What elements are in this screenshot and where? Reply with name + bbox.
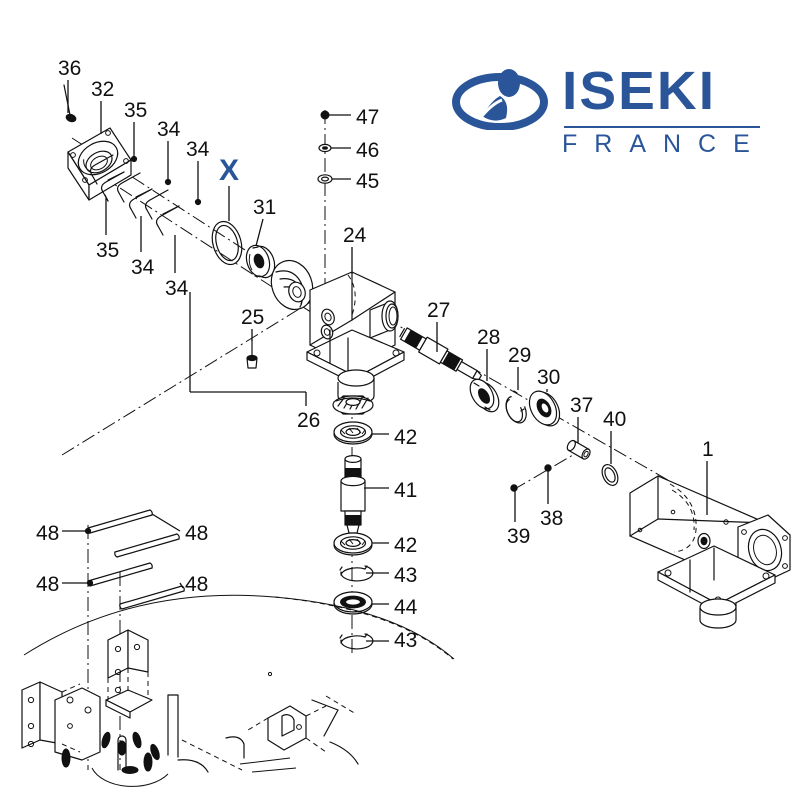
part-1-main-gearbox-body bbox=[629, 475, 791, 629]
part-34-clip-b bbox=[155, 205, 180, 236]
callout-30: 30 bbox=[537, 366, 561, 389]
callout-26: 26 bbox=[297, 409, 321, 432]
leader-lines bbox=[62, 80, 708, 642]
part-43-retaining-ring-lower bbox=[339, 633, 374, 650]
callout-24: 24 bbox=[343, 224, 367, 247]
part-38-pin bbox=[544, 464, 552, 472]
part-31-bearing-ring bbox=[245, 244, 276, 279]
part-34-clip-a bbox=[128, 188, 153, 219]
callout-39: 39 bbox=[507, 525, 531, 548]
part-42-bearing-upper bbox=[333, 421, 373, 445]
part-x-o-ring bbox=[211, 220, 243, 266]
callout-42b: 42 bbox=[394, 534, 418, 557]
part-48-linch-pin-d bbox=[119, 585, 185, 610]
iseki-bird-mark bbox=[452, 69, 548, 130]
part-41-vertical-shaft bbox=[340, 455, 366, 534]
callout-1: 1 bbox=[702, 438, 714, 461]
part-39-pin bbox=[510, 484, 518, 492]
part-27-splined-shaft bbox=[399, 327, 482, 381]
callout-35a: 35 bbox=[124, 99, 148, 122]
part-34-clip-c bbox=[116, 172, 141, 203]
callout-38: 38 bbox=[540, 507, 564, 530]
callout-48b: 48 bbox=[185, 522, 209, 545]
callout-42a: 42 bbox=[394, 426, 418, 449]
part-24-gearbox-housing bbox=[306, 271, 405, 405]
callout-45: 45 bbox=[356, 170, 380, 193]
callout-32: 32 bbox=[91, 78, 115, 101]
callout-43a: 43 bbox=[394, 564, 418, 587]
part-44-oil-seal bbox=[333, 591, 373, 615]
callout-31: 31 bbox=[253, 196, 277, 219]
part-36-pin bbox=[63, 84, 77, 123]
part-26-bevel-gear-lower bbox=[332, 395, 374, 415]
part-40-o-ring bbox=[601, 464, 619, 486]
logo-subword: FRANCE bbox=[562, 130, 767, 158]
axis-lines bbox=[61, 110, 681, 770]
part-37-spacer-sleeve bbox=[566, 439, 591, 460]
part-42-bearing-lower bbox=[333, 532, 373, 556]
callout-27: 27 bbox=[427, 299, 451, 322]
callout-29: 29 bbox=[508, 344, 532, 367]
iseki-france-logo: ISEKI FRANCE bbox=[452, 62, 762, 167]
part-34-clip-d bbox=[144, 189, 169, 220]
callout-28: 28 bbox=[477, 326, 501, 349]
callout-34b: 34 bbox=[186, 138, 210, 161]
callout-48c: 48 bbox=[36, 573, 60, 596]
part-43-retaining-ring-upper bbox=[339, 565, 374, 582]
part-45-o-ring bbox=[317, 174, 333, 184]
callout-44: 44 bbox=[394, 596, 418, 619]
callout-25: 25 bbox=[241, 306, 265, 329]
logo-wordmark: ISEKI bbox=[562, 61, 717, 121]
part-48-linch-pin-b bbox=[114, 533, 180, 558]
callout-40: 40 bbox=[603, 408, 627, 431]
part-47-pin bbox=[320, 110, 330, 120]
part-28-bearing bbox=[469, 378, 500, 413]
part-48-linch-pin-a bbox=[87, 509, 153, 534]
part-26-bevel-gear-upper bbox=[270, 259, 314, 311]
part-30-oil-seal bbox=[528, 390, 561, 427]
callout-34d: 34 bbox=[165, 277, 189, 300]
logo-rule bbox=[564, 126, 760, 128]
x-marker: X bbox=[219, 154, 240, 187]
callout-36: 36 bbox=[58, 57, 82, 80]
part-29-snap-ring bbox=[505, 390, 527, 424]
tractor-body-outline bbox=[21, 594, 455, 787]
callout-46: 46 bbox=[356, 139, 380, 162]
part-25-plug-screw bbox=[246, 339, 258, 369]
callout-35b: 35 bbox=[96, 239, 120, 262]
callout-37: 37 bbox=[570, 394, 594, 417]
callout-48a: 48 bbox=[36, 522, 60, 545]
part-46-washer bbox=[318, 143, 332, 153]
callout-43b: 43 bbox=[394, 629, 418, 652]
callout-41: 41 bbox=[394, 479, 418, 502]
callout-48d: 48 bbox=[185, 573, 209, 596]
part-35-clip-lower bbox=[89, 154, 114, 185]
callout-47: 47 bbox=[356, 106, 380, 129]
callout-34c: 34 bbox=[131, 256, 155, 279]
callout-34a: 34 bbox=[157, 118, 181, 141]
axis-touch-points bbox=[130, 155, 202, 206]
